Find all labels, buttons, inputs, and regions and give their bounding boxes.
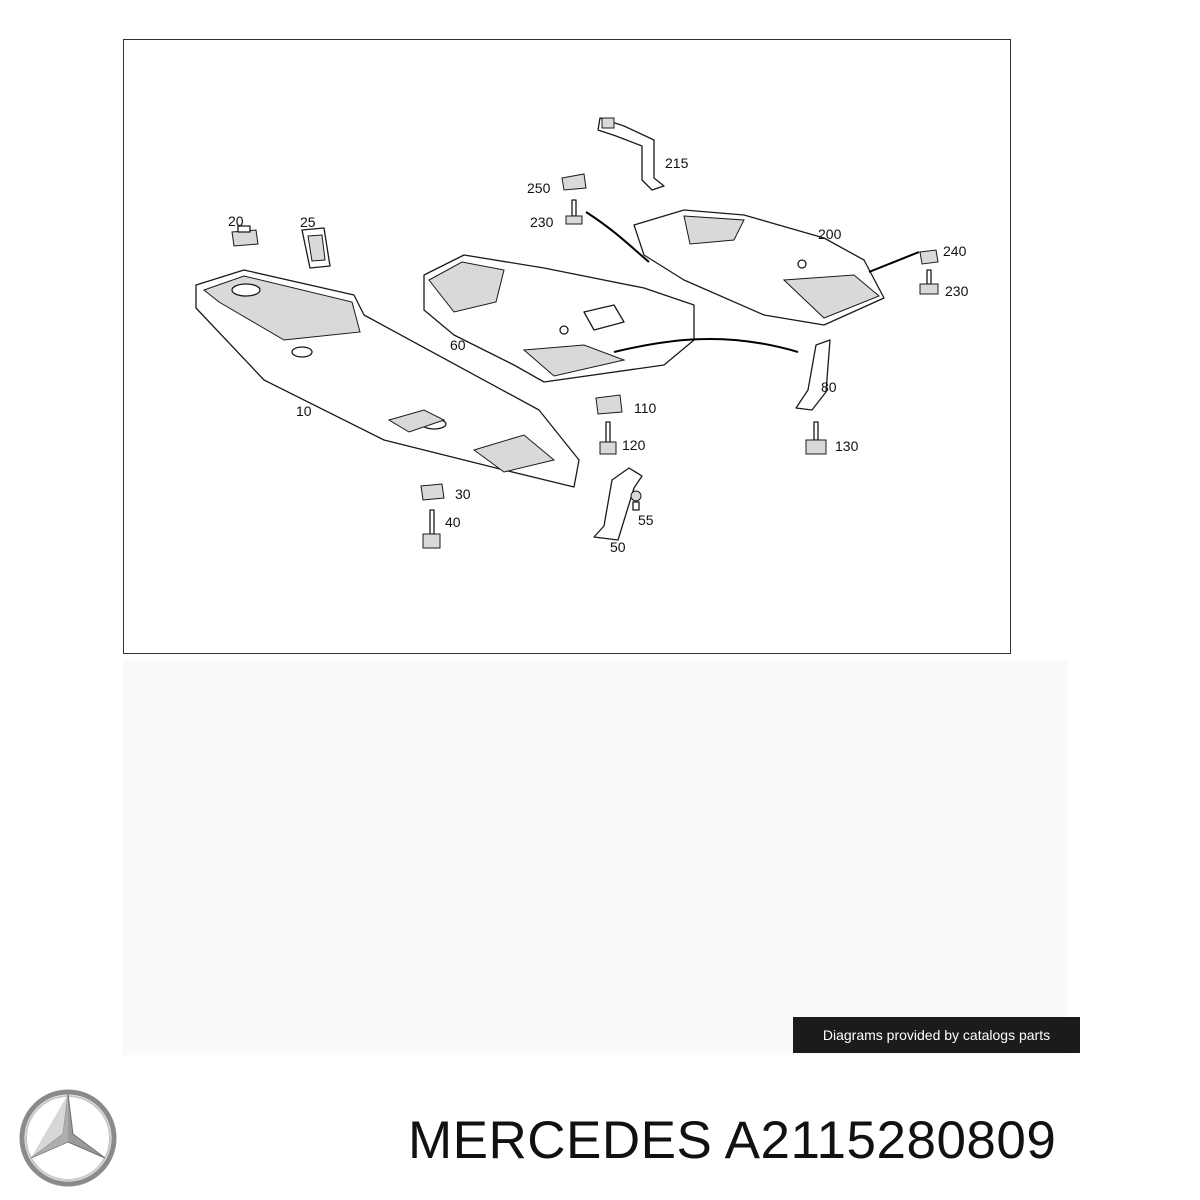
callout-130: 130	[835, 438, 859, 454]
callout-120: 120	[622, 437, 646, 453]
image-background-band	[123, 660, 1068, 1055]
callout-200: 200	[818, 226, 842, 242]
diagram-credit-badge: Diagrams provided by catalogs parts	[793, 1017, 1080, 1053]
callout-10: 10	[296, 403, 312, 419]
part-60-middle-panel	[423, 254, 695, 383]
part-20-clip	[231, 225, 259, 247]
callout-110: 110	[634, 400, 657, 416]
callout-240: 240	[943, 243, 967, 259]
part-number-title: MERCEDES A2115280809	[408, 1111, 1057, 1170]
callout-215: 215	[665, 155, 689, 171]
callout-25: 25	[300, 214, 316, 230]
parts-diagram: 10 20 25 30 40 50 55 60 80 110 120 130 2…	[123, 39, 1011, 654]
callout-80: 80	[821, 379, 837, 395]
part-25-clip	[301, 227, 331, 269]
callout-230-left: 230	[530, 214, 554, 230]
callout-30: 30	[455, 486, 471, 502]
callout-55: 55	[638, 512, 654, 528]
part-10-front-panel	[195, 269, 580, 488]
exploded-view-drawing: 10 20 25 30 40 50 55 60 80 110 120 130 2…	[195, 117, 969, 555]
callouts: 10 20 25 30 40 50 55 60 80 110 120 130 2…	[228, 155, 969, 555]
callout-40: 40	[445, 514, 461, 530]
mercedes-star-icon	[19, 1089, 117, 1187]
callout-230-right: 230	[945, 283, 969, 299]
fasteners	[420, 173, 939, 549]
leader-lines	[585, 211, 920, 353]
part-80-bracket	[795, 339, 831, 411]
part-50-strap	[593, 467, 643, 541]
callout-250: 250	[527, 180, 551, 196]
callout-20: 20	[228, 213, 244, 229]
callout-60: 60	[450, 337, 466, 353]
part-200-rear-panel	[633, 209, 885, 326]
part-215-bracket	[597, 117, 665, 191]
callout-50: 50	[610, 539, 626, 555]
